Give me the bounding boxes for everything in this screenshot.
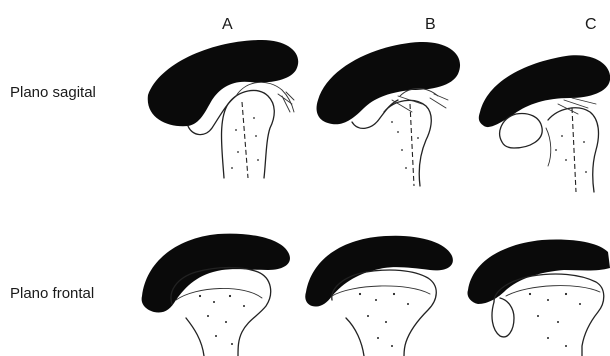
neck-frontal-b [346,318,364,356]
frontal-a [142,234,290,356]
disc-sagittal-a [148,40,298,126]
bone-texture-frontal-c [529,293,581,347]
fossa-line-a [236,82,294,112]
frontal-b [305,236,453,356]
capsule-frontal-b [332,286,430,296]
sagittal-b [317,42,461,186]
capsule-frontal-c [506,286,600,296]
disc-frontal-c [467,240,610,305]
neck-frontal-a [186,318,204,356]
articular-eminence-c [500,114,543,148]
frontal-c [467,240,610,356]
disc-frontal-a [142,234,290,313]
sagittal-a [148,40,298,178]
disc-sagittal-c [479,55,610,127]
axis-line-a [242,102,248,178]
bone-texture-frontal-b [359,293,409,347]
bone-texture-c [555,135,587,173]
axis-line-b [410,104,414,186]
bone-texture-frontal-a [199,295,245,345]
capsule-frontal-a [176,288,262,300]
ligament-fibers-b [392,94,448,112]
sagittal-c [479,55,610,192]
disc-sagittal-b [317,42,461,124]
fossa-line-c [546,128,551,166]
axis-line-c [572,108,576,192]
meniscus-frontal-c [492,298,514,337]
condyle-frontal-b [332,270,436,356]
bone-texture-b [391,121,419,169]
condyle-outline-b [384,100,431,186]
disc-frontal-b [305,236,453,307]
